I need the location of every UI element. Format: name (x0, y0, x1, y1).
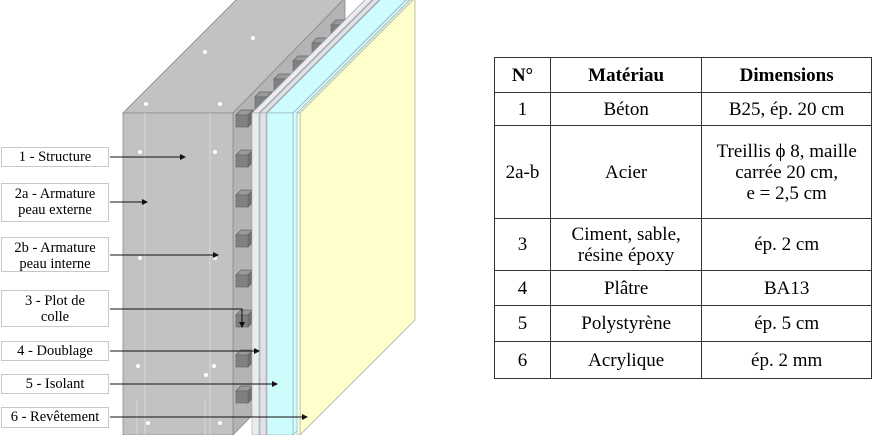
cell-dims: ép. 2 mm (701, 341, 872, 379)
cell-material: Béton (549, 92, 703, 126)
label-line: peau externe (18, 202, 92, 218)
rebar-dot (218, 421, 222, 425)
rebar-dot (152, 45, 156, 49)
rebar-dot (213, 150, 217, 154)
cell-line: Béton (603, 98, 649, 120)
cell-dims: BA13 (701, 270, 872, 306)
label-line: 1 - Structure (18, 149, 92, 165)
rebar-dot (251, 36, 255, 40)
cell-line: Acier (605, 161, 648, 183)
label-line: 6 - Revêtement (10, 409, 100, 425)
cell-line: Polystyrène (581, 313, 672, 334)
cell-dims: B25, ép. 20 cm (701, 92, 872, 126)
doublage-layer-a-front (251, 112, 260, 435)
rebar-dot (144, 102, 148, 106)
cell-material: Ciment, sable,résine époxy (549, 218, 703, 271)
table-row: 5 Polystyrène ép. 5 cm (494, 305, 872, 342)
glue-plot-icon (235, 114, 249, 128)
cell-number: 5 (494, 305, 551, 342)
glue-plot-icon (235, 354, 249, 368)
cell-number: 6 (494, 341, 551, 379)
rebar-dot (138, 150, 142, 154)
cell-line: ép. 2 mm (751, 349, 823, 371)
cell-material: Polystyrène (549, 305, 703, 342)
rebar-dot (212, 364, 216, 368)
cell-line: BA13 (763, 277, 810, 299)
cell-line: carrée 20 cm, (735, 161, 839, 183)
rebar-dot (136, 364, 140, 368)
glue-plot-icon (235, 390, 249, 404)
glue-plot-icon (235, 274, 249, 288)
cell-material: Plâtre (549, 270, 703, 306)
cell-material: Acier (549, 125, 703, 219)
cell-line: ép. 2 cm (754, 234, 820, 255)
cell-line: B25, ép. 20 cm (728, 98, 845, 120)
rebar-dot (218, 102, 222, 106)
concrete-front-face (122, 112, 234, 435)
cell-line: e = 2,5 cm (746, 182, 827, 204)
label-line: colle (40, 309, 70, 325)
label-line: 4 - Doublage (17, 343, 93, 359)
label-line: 2b - Armature (14, 240, 96, 256)
cell-dims: ép. 5 cm (701, 305, 872, 342)
label-5: 5 - Isolant (1, 374, 109, 394)
cell-line: Plâtre (603, 277, 649, 299)
label-1: 1 - Structure (1, 147, 109, 167)
label-4: 4 - Doublage (1, 341, 109, 361)
table-row: 6 Acrylique ép. 2 mm (494, 341, 872, 379)
rebar-dot (138, 256, 142, 260)
doublage-layer-b-front (259, 112, 267, 435)
rebar-dot (213, 9, 217, 13)
rebar-dot (203, 50, 207, 54)
column-header: N° (494, 57, 551, 93)
cell-number: 3 (494, 218, 551, 271)
glue-plot-icon (235, 154, 249, 168)
cell-number: 1 (494, 92, 551, 126)
cell-line: Acrylique (588, 349, 665, 371)
rebar-dot (146, 421, 150, 425)
cell-material: Acrylique (549, 341, 703, 379)
cell-line: Ciment, sable, (571, 223, 681, 245)
label-line: 3 - Plot de (24, 293, 85, 309)
table-row: 4 Plâtre BA13 (494, 270, 872, 306)
column-header: Dimensions (701, 57, 872, 93)
isolant-layer-front (266, 112, 294, 435)
rebar-dot (204, 373, 208, 377)
glue-plot-icon (235, 194, 249, 208)
label-line: 2a - Armature (14, 186, 96, 202)
label-line: peau interne (19, 256, 91, 272)
glue-plot-icon (235, 234, 249, 248)
rebar-dot (213, 256, 217, 260)
revetement-layer-front (296, 112, 301, 435)
cell-line: Treillis ϕ 8, maille (716, 140, 857, 162)
cell-dims: ép. 2 cm (701, 218, 872, 271)
arrow-3 (110, 308, 245, 328)
cell-line: résine époxy (577, 244, 675, 266)
cell-number: 4 (494, 270, 551, 306)
column-header: Matériau (549, 57, 703, 93)
cell-number: 2a-b (494, 125, 551, 219)
label-6: 6 - Revêtement (1, 407, 109, 428)
cell-line: ép. 5 cm (754, 313, 820, 334)
label-line: 5 - Isolant (25, 376, 85, 392)
table-row: 1 Béton B25, ép. 20 cm (494, 92, 872, 126)
